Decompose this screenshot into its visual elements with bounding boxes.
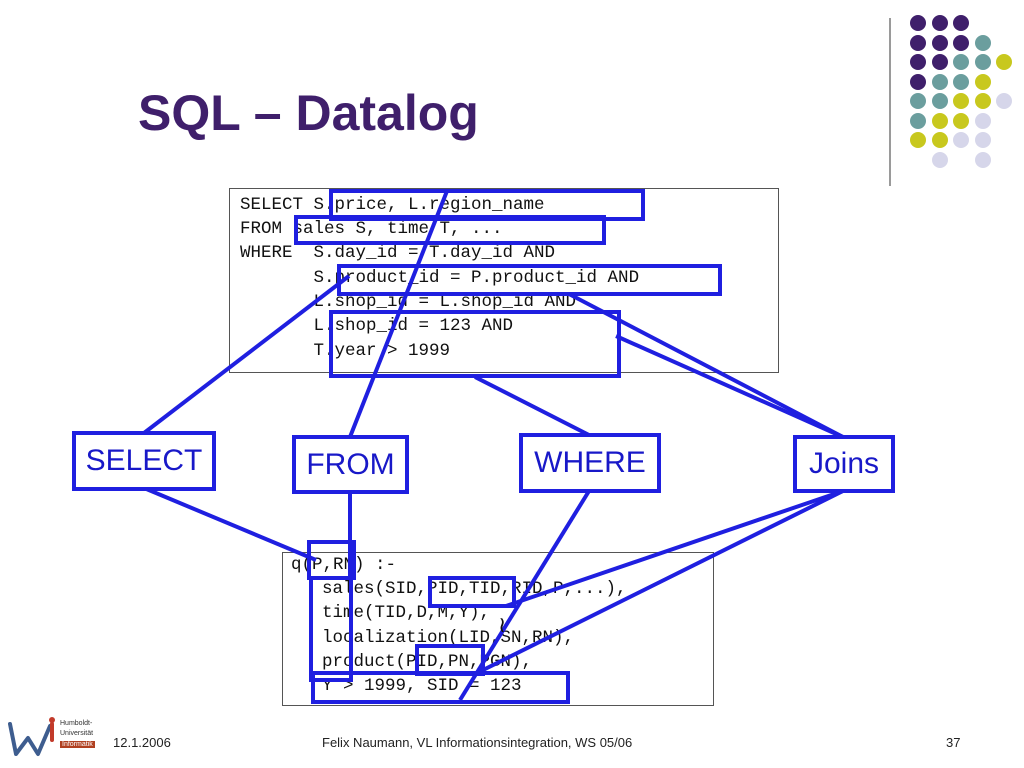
- footer-date: 12.1.2006: [113, 735, 171, 750]
- decorative-dot: [953, 34, 969, 51]
- title-divider: [889, 18, 891, 186]
- footer-author: Felix Naumann, VL Informationsintegratio…: [322, 735, 633, 750]
- decorative-dot: [910, 54, 926, 70]
- decorative-dot: [931, 112, 948, 129]
- decorative-dot: [931, 54, 948, 70]
- decorative-dot: [996, 93, 1012, 109]
- decorative-dot: [953, 132, 969, 148]
- decorative-dot: [910, 73, 926, 90]
- decorative-dot: [953, 93, 969, 109]
- decorative-dot: [931, 34, 948, 51]
- humboldt-logo: Humboldt- Universität Informatik: [6, 716, 106, 762]
- select-label: SELECT: [72, 431, 216, 491]
- datalog-line-3: time(TID,D,M,Y),: [301, 603, 491, 623]
- decorative-dot: [953, 15, 969, 31]
- decorative-dot: [910, 112, 926, 129]
- decorative-dot: [974, 93, 991, 109]
- decorative-dot: [910, 132, 926, 148]
- approx-symbol: ≀: [498, 613, 507, 638]
- decorative-dot: [931, 132, 948, 148]
- logo-text-1: Humboldt-: [60, 720, 93, 727]
- decorative-dot: [910, 15, 926, 31]
- logo-text-2: Universität: [60, 730, 94, 737]
- decorative-dot: [910, 93, 926, 109]
- sql-line-3: WHERE S.day_id = T.day_id AND: [240, 243, 556, 263]
- datalog-line-4: localization(LID,SN,RN),: [301, 628, 575, 648]
- datalog-line-1: q(P,RN) :-: [291, 555, 397, 575]
- page-title: SQL – Datalog: [138, 85, 479, 141]
- where-label: WHERE: [519, 433, 661, 493]
- decorative-dot: [931, 73, 948, 90]
- connector-where-to-sql: [474, 375, 590, 437]
- decorative-dot: [953, 73, 969, 90]
- sql-line-1: SELECT S.price, L.region_name: [240, 195, 545, 215]
- decorative-dot: [974, 54, 991, 70]
- sql-line-4: S.product_id = P.product_id AND: [240, 268, 640, 288]
- sql-line-7: T.year > 1999: [240, 341, 451, 361]
- datalog-line-2: sales(SID,PID,TID,RID,P,...),: [301, 579, 627, 599]
- from-label: FROM: [292, 435, 409, 494]
- decorative-dot: [953, 54, 969, 70]
- sql-line-2: FROM sales S, time T, ...: [240, 219, 503, 239]
- sql-line-6: L.shop_id = 123 AND: [240, 316, 514, 336]
- connector-select-to-head: [143, 486, 317, 562]
- footer-page-number: 37: [946, 735, 961, 750]
- decorative-dot: [974, 132, 991, 148]
- joins-label: Joins: [793, 435, 895, 493]
- decorative-dot: [974, 151, 991, 168]
- decorative-dot: [931, 15, 948, 31]
- logo-text-3: Informatik: [60, 741, 95, 748]
- datalog-line-6: Y > 1999, SID = 123: [301, 676, 522, 696]
- datalog-line-5: product(PID,PN,PGN),: [301, 652, 533, 672]
- logo-hu-mark: [8, 717, 55, 756]
- decorative-dot: [974, 34, 991, 51]
- decorative-dot: [931, 151, 948, 168]
- decorative-dot: [931, 93, 948, 109]
- decorative-dot: [974, 73, 991, 90]
- decorative-dot: [910, 34, 926, 51]
- decorative-dot: [953, 112, 969, 129]
- sql-line-5: L.shop_id = L.shop_id AND: [240, 292, 577, 312]
- decorative-dot: [996, 54, 1012, 70]
- decorative-dot: [974, 112, 991, 129]
